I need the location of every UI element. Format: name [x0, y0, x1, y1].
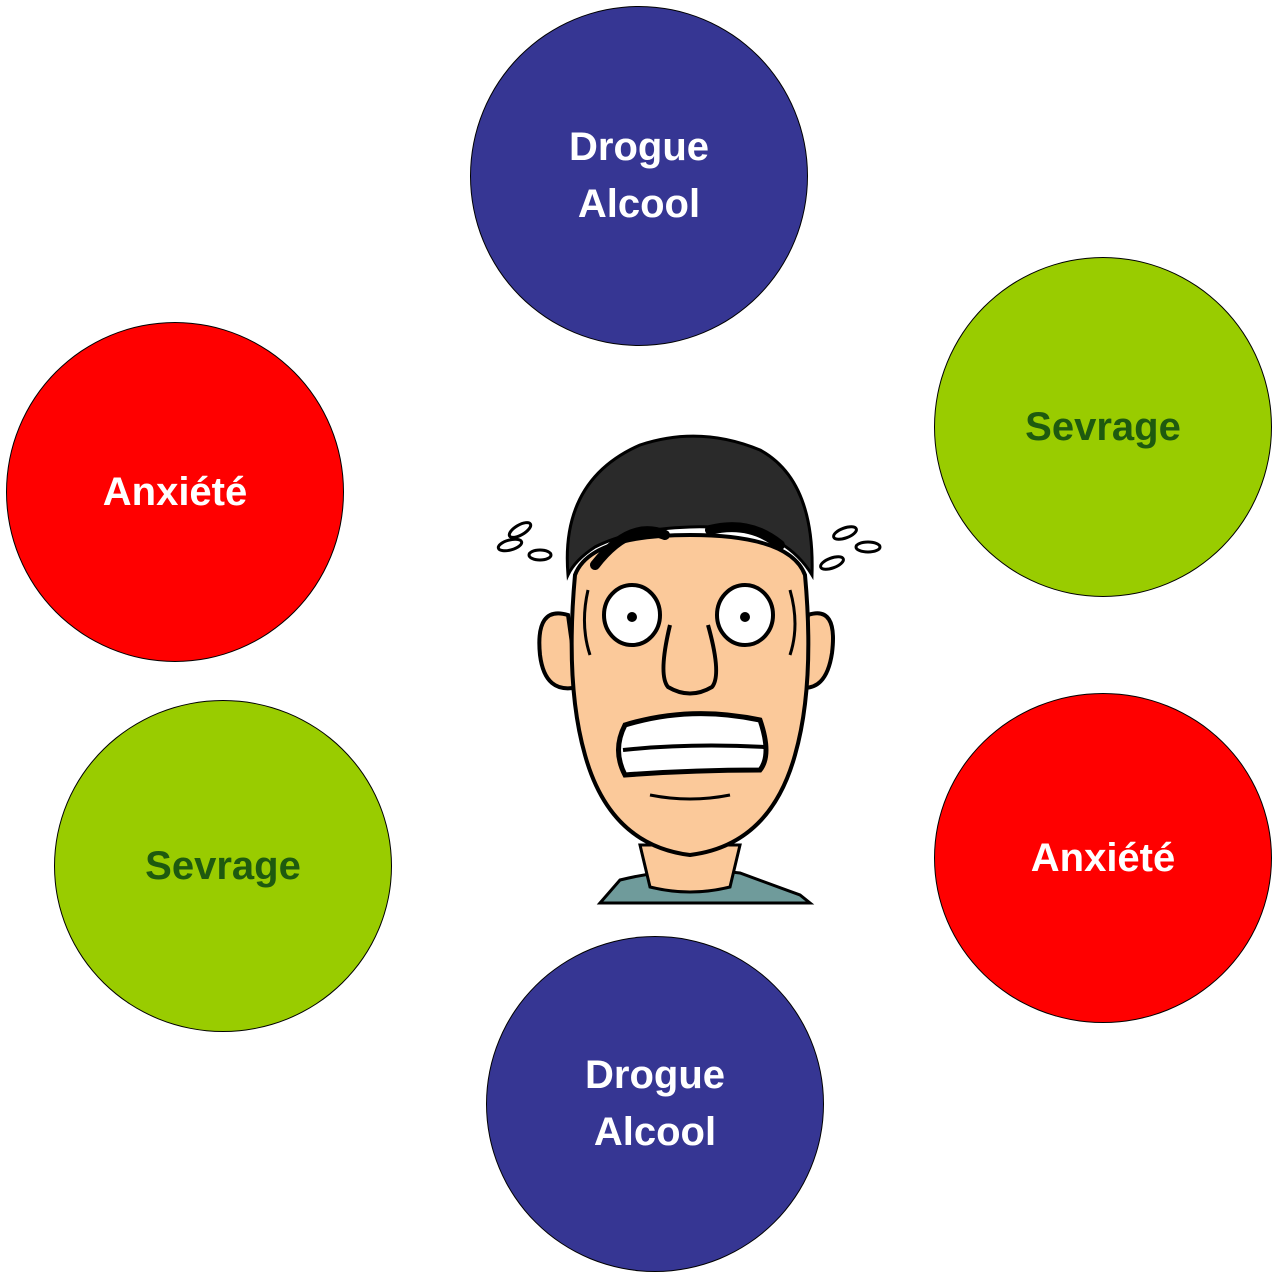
node-label-line2: Alcool	[577, 182, 701, 226]
anxiety-node-bottom-right: Anxiété	[934, 693, 1272, 1023]
anxious-man-illustration	[496, 434, 882, 905]
node-label: Anxiété	[1030, 835, 1176, 880]
node-label-line1: Drogue	[585, 1053, 725, 1098]
withdrawal-node-right: Sevrage	[934, 257, 1272, 597]
drug-alcohol-node-bottom: Drogue Alcool	[486, 936, 824, 1272]
withdrawal-node-bottom-left: Sevrage	[54, 700, 392, 1032]
node-label-line1: Drogue	[569, 125, 709, 170]
node-label-line2: Alcool	[593, 1110, 717, 1154]
node-label: Sevrage	[145, 843, 301, 888]
anxiety-node-left: Anxiété	[6, 322, 344, 662]
drug-alcohol-node-top: Drogue Alcool	[470, 6, 808, 346]
node-label: Sevrage	[1025, 404, 1181, 449]
node-label: Anxiété	[102, 469, 248, 514]
